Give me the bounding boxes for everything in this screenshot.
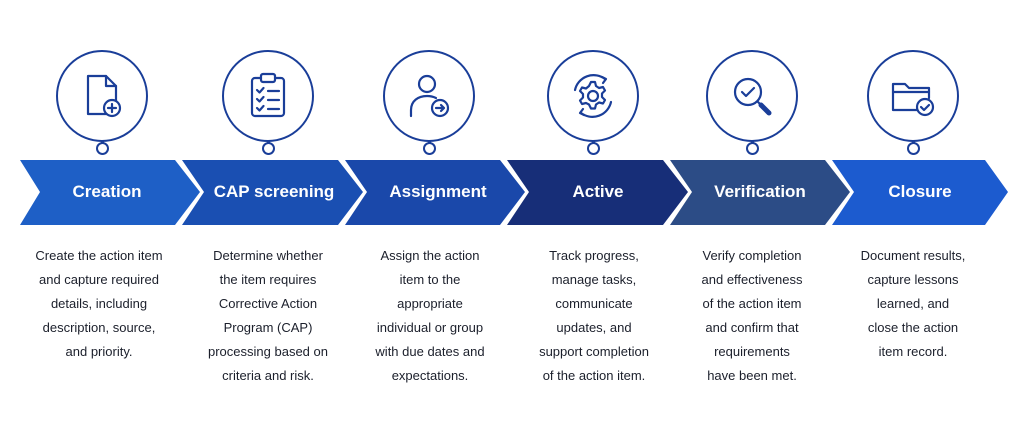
timeline-dot [96, 142, 109, 155]
chevron-cap-screening [182, 160, 363, 225]
chevron-active [507, 160, 688, 225]
step-label: Active [572, 182, 624, 201]
chevron-creation [20, 160, 200, 225]
step-label: CAP screening [213, 182, 335, 201]
step-description: Document results, capture lessons learne… [860, 248, 966, 359]
timeline-dot [907, 142, 920, 155]
step-description: Create the action item and capture requi… [35, 248, 163, 359]
step-label: Creation [72, 182, 142, 201]
step-description: Determine whether the item requires Corr… [208, 248, 328, 383]
document-add-icon [56, 50, 148, 142]
chevron-closure [832, 160, 1008, 225]
clipboard-checklist-icon [222, 50, 314, 142]
timeline-dot [262, 142, 275, 155]
step-label: Assignment [389, 182, 487, 201]
chevron-assignment [345, 160, 525, 225]
search-check-icon [706, 50, 798, 142]
step-label: Verification [714, 182, 806, 201]
timeline-dot [746, 142, 759, 155]
folder-check-icon [867, 50, 959, 142]
step-description: Track progress, manage tasks, communicat… [539, 248, 649, 383]
timeline-dot [587, 142, 600, 155]
step-description: Assign the action item to the appropriat… [375, 248, 485, 383]
chevron-verification [670, 160, 850, 225]
gear-cycle-icon [547, 50, 639, 142]
user-assign-icon [383, 50, 475, 142]
step-description: Verify completion and effectiveness of t… [701, 248, 803, 383]
step-label: Closure [888, 182, 952, 201]
timeline-dot [423, 142, 436, 155]
